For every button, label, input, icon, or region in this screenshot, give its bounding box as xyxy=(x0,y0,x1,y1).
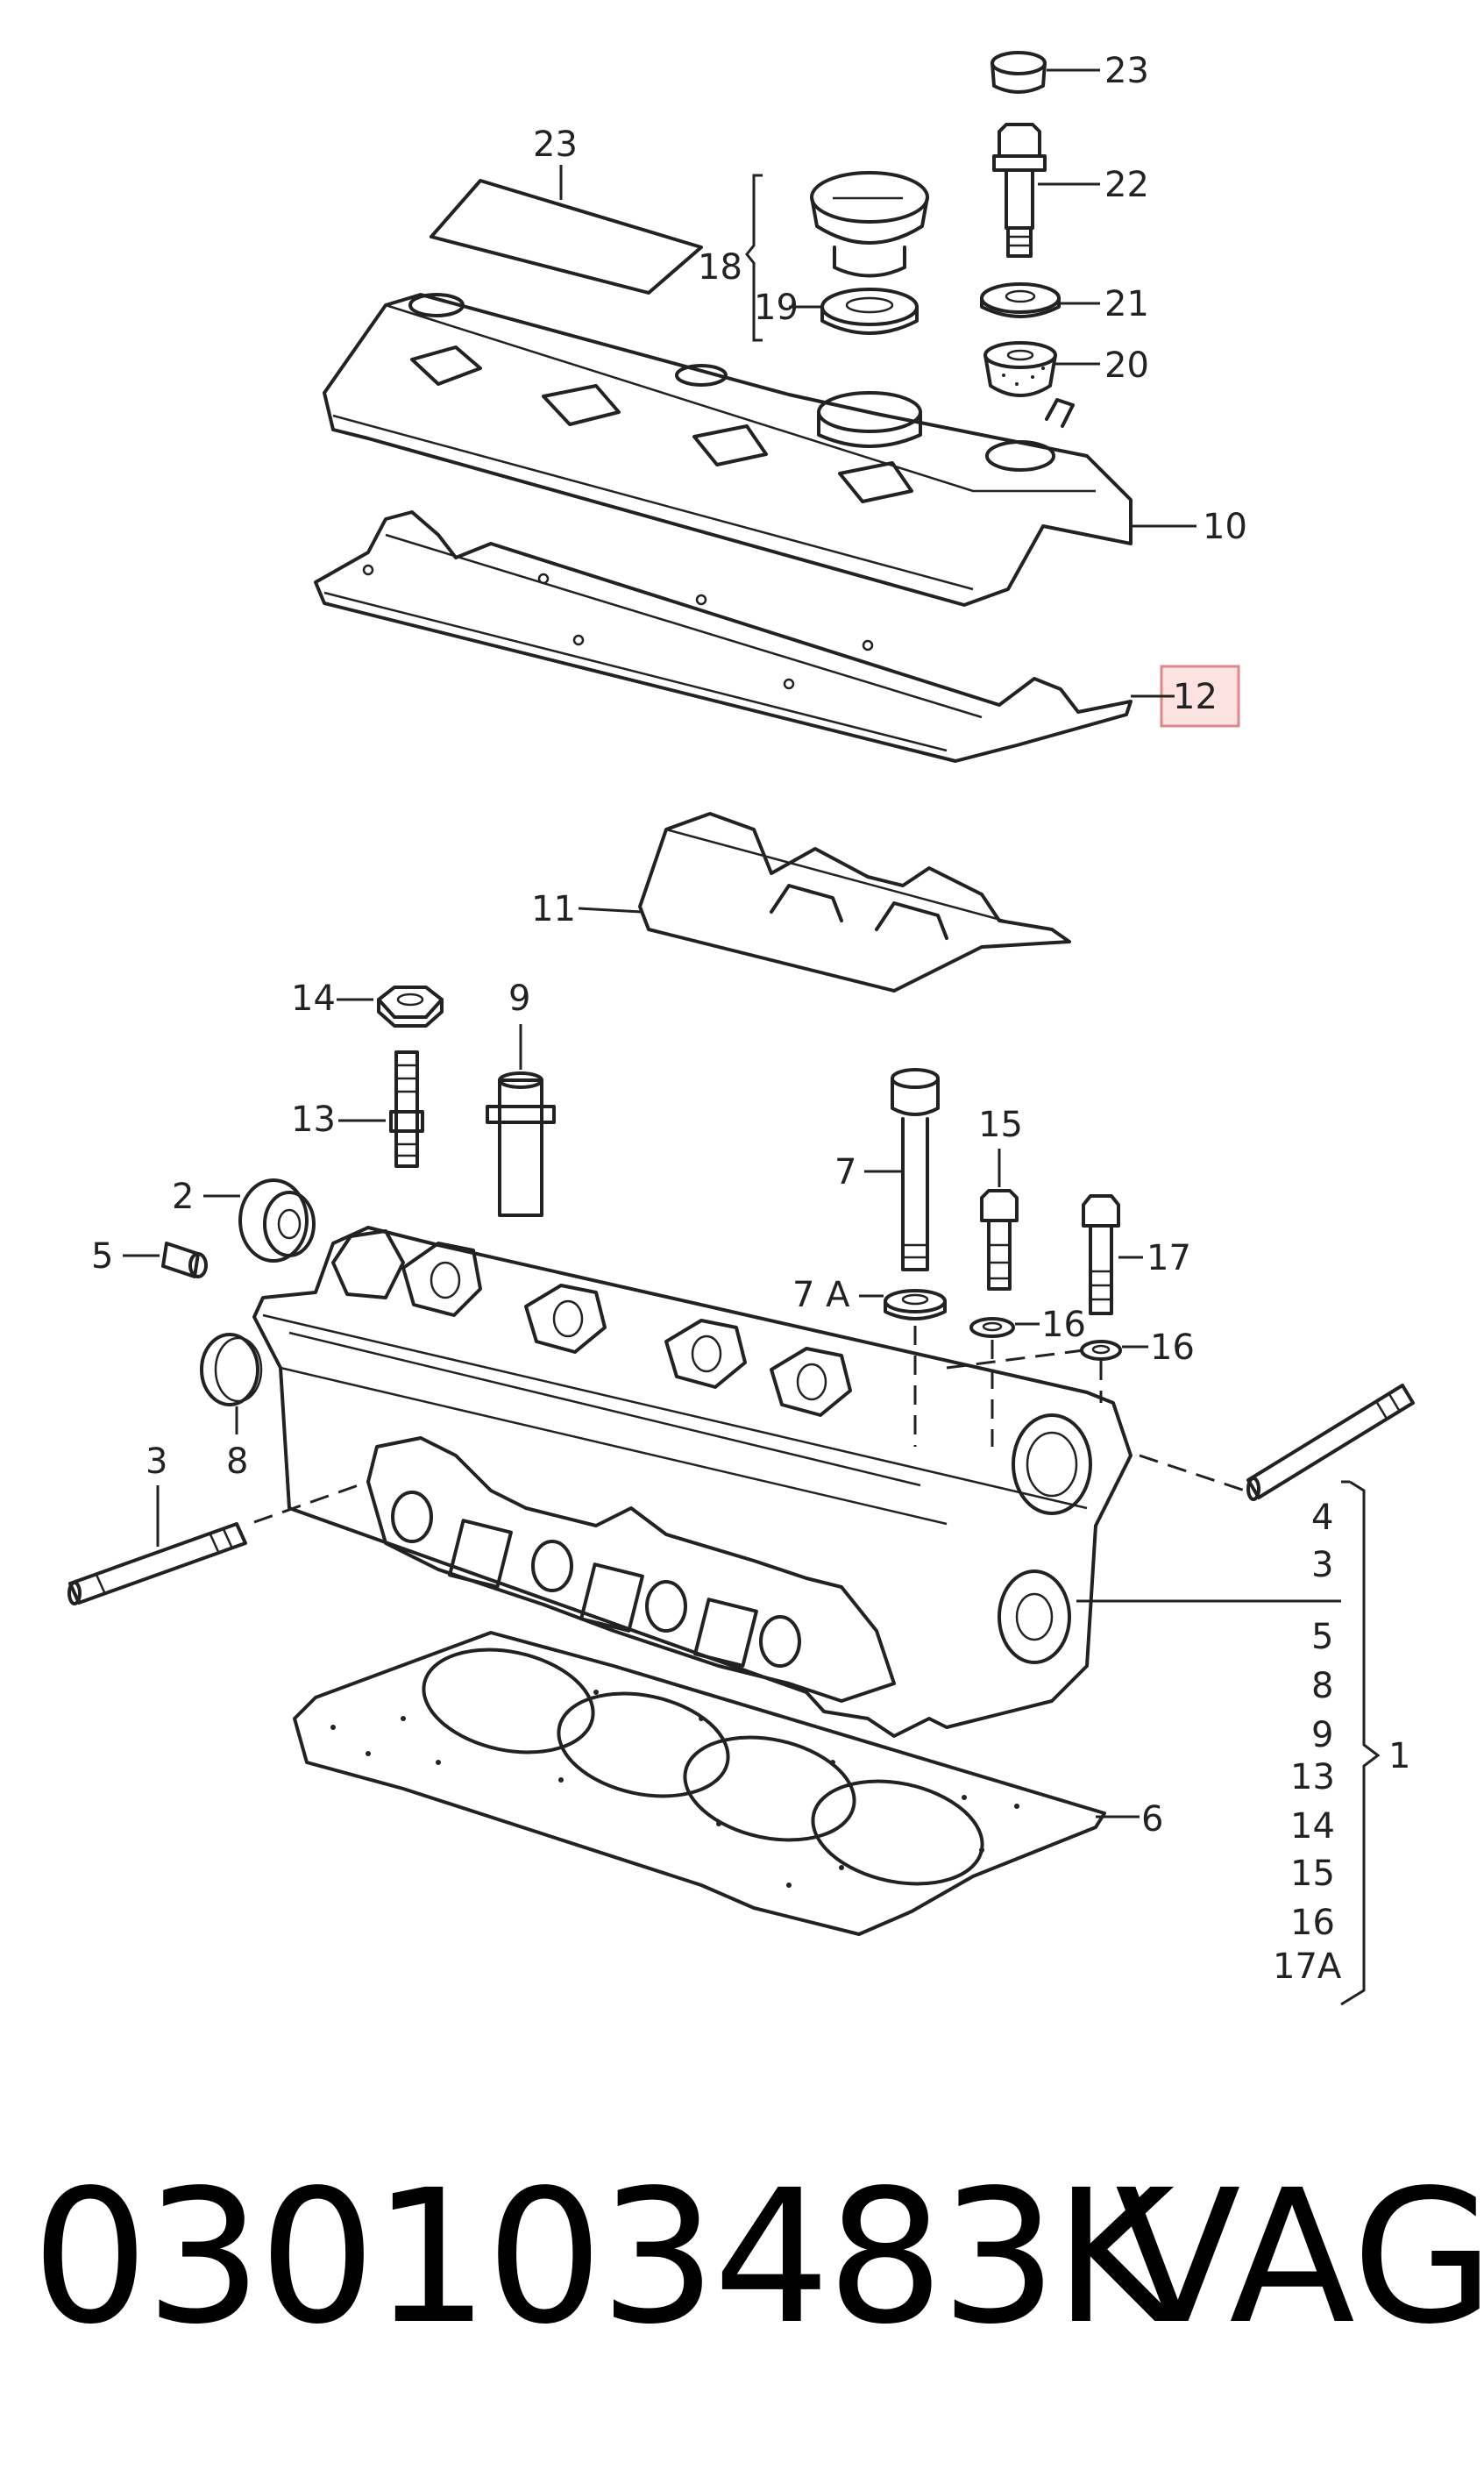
callout-12: 12 xyxy=(1173,677,1218,717)
callout-13: 13 xyxy=(291,1100,336,1140)
part-10-valve-cover xyxy=(323,293,1133,607)
group-1-item: 14 xyxy=(1290,1806,1335,1847)
group-1-item: 17A xyxy=(1273,1947,1342,1987)
group-1-item: 8 xyxy=(1311,1666,1333,1706)
part-6-head-gasket xyxy=(293,1631,1106,1936)
callout-14: 14 xyxy=(291,979,336,1019)
part-11-baffle xyxy=(638,812,1071,993)
callout-10: 10 xyxy=(1203,507,1247,547)
part-22-bolt xyxy=(992,123,1047,258)
callout-16a: 16 xyxy=(1041,1305,1086,1345)
part-3-stud-left xyxy=(67,1522,247,1605)
part-23-cap xyxy=(991,51,1047,94)
group-1-item: 3 xyxy=(1311,1545,1333,1585)
part-13-stud xyxy=(389,1050,424,1168)
callout-1: 1 xyxy=(1388,1736,1410,1776)
callout-3: 3 xyxy=(146,1441,167,1482)
callout-5: 5 xyxy=(91,1236,113,1277)
callout-15: 15 xyxy=(978,1105,1023,1145)
group-1-item: 9 xyxy=(1311,1715,1333,1755)
part-15-bolt xyxy=(980,1189,1019,1291)
part-17-bolt xyxy=(1082,1194,1120,1315)
part-21-washer xyxy=(980,282,1061,318)
group-1-item: 5 xyxy=(1311,1617,1333,1657)
part-cylinder-head xyxy=(252,1226,1133,1738)
part-12-valve-cover-gasket xyxy=(314,510,1133,763)
callout-22: 22 xyxy=(1104,165,1149,205)
callout-8: 8 xyxy=(226,1441,248,1482)
group-1-list: 4 3 5 8 9 13 14 15 16 17A xyxy=(1273,1498,1342,1987)
part-19-seal xyxy=(820,288,919,335)
part-16-washer-a xyxy=(969,1317,1015,1338)
callout-17: 17 xyxy=(1147,1238,1191,1278)
group-1-item: 15 xyxy=(1290,1854,1335,1894)
part-18-oil-filler-cap xyxy=(810,171,929,278)
group-1-item: 16 xyxy=(1290,1903,1335,1943)
part-5-dowel xyxy=(161,1242,208,1278)
callout-6: 6 xyxy=(1141,1799,1163,1840)
callout-7: 7 xyxy=(834,1152,856,1192)
part-8-plug xyxy=(200,1333,263,1406)
part-14-nut xyxy=(377,986,444,1028)
part-7a-washer xyxy=(884,1289,947,1320)
callout-20: 20 xyxy=(1104,345,1149,386)
part-20-grommet xyxy=(983,341,1057,397)
callout-2: 2 xyxy=(172,1177,194,1217)
callout-9: 9 xyxy=(508,979,530,1019)
callout-23-left: 23 xyxy=(533,125,578,165)
part-23-label-sticker xyxy=(430,179,703,295)
callout-16b: 16 xyxy=(1150,1327,1195,1368)
part-16-washer-b xyxy=(1080,1340,1122,1361)
group-1-item: 4 xyxy=(1311,1498,1333,1538)
callout-18: 18 xyxy=(698,247,742,288)
part-number: 030103483K xyxy=(32,2150,1175,2365)
part-2-bearing-cap xyxy=(238,1178,316,1263)
callout-23-top: 23 xyxy=(1104,51,1149,91)
part-9-hydraulic-lifter xyxy=(486,1071,556,1217)
exploded-parts-diagram: 23 22 21 20 23 18 19 xyxy=(67,51,1415,2006)
callout-19: 19 xyxy=(754,288,799,328)
part-3-stud-right xyxy=(1246,1384,1415,1501)
part-7-head-bolt xyxy=(891,1068,940,1271)
group-1-item: 13 xyxy=(1290,1757,1335,1797)
callout-7a: 7 A xyxy=(792,1275,850,1315)
callout-11: 11 xyxy=(531,889,576,929)
callout-21: 21 xyxy=(1104,284,1149,324)
brand-name: VAG xyxy=(1115,2150,1484,2365)
